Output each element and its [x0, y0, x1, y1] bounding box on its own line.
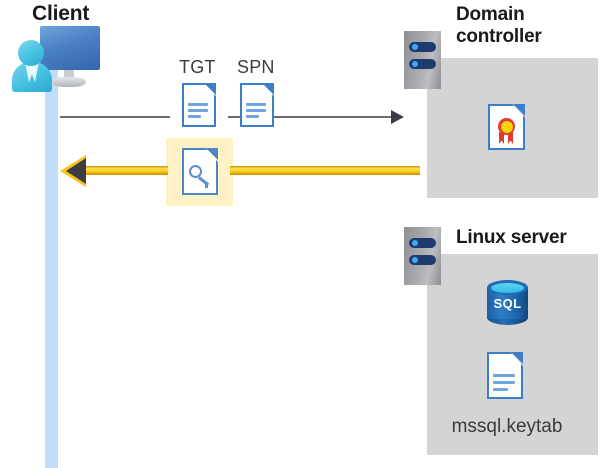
domain-controller-label: Domain controller [456, 4, 596, 48]
spn-document-icon [240, 83, 274, 127]
server-slot-icon [409, 238, 436, 248]
monitor-base-icon [52, 77, 86, 87]
request-arrow-segment [284, 116, 392, 118]
sql-database-icon: SQL [487, 280, 528, 326]
monitor-screen-icon [40, 26, 100, 70]
client-lifeline-bar [45, 70, 58, 468]
tgt-label: TGT [179, 57, 216, 77]
user-avatar-head-icon [18, 40, 44, 66]
server-slot-icon [409, 42, 436, 52]
spn-label: SPN [237, 57, 275, 77]
server-slot-icon [409, 59, 436, 69]
client-workstation-icon [12, 26, 100, 92]
sql-database-label: SQL [493, 296, 522, 311]
linux-server-label: Linux server [456, 227, 567, 248]
service-ticket-key-document-icon [182, 148, 218, 195]
request-arrow-segment [60, 116, 170, 118]
keytab-document-icon [487, 352, 523, 399]
server-slot-icon [409, 255, 436, 265]
user-avatar-collar-icon [25, 62, 39, 82]
certificate-document-icon [488, 104, 525, 150]
domain-controller-server-rack-icon [404, 31, 441, 89]
response-arrowhead-icon [66, 158, 86, 184]
tgt-document-icon [182, 83, 216, 127]
linux-server-rack-icon [404, 227, 441, 285]
keytab-filename-label: mssql.keytab [451, 416, 563, 437]
request-arrowhead-icon [391, 110, 404, 124]
monitor-neck-icon [64, 70, 74, 79]
client-label: Client [32, 2, 90, 25]
response-arrow-segment [230, 166, 420, 175]
domain-controller-label-line2: controller [456, 26, 542, 47]
response-arrow-segment [78, 166, 168, 175]
domain-controller-label-line1: Domain [456, 4, 525, 25]
